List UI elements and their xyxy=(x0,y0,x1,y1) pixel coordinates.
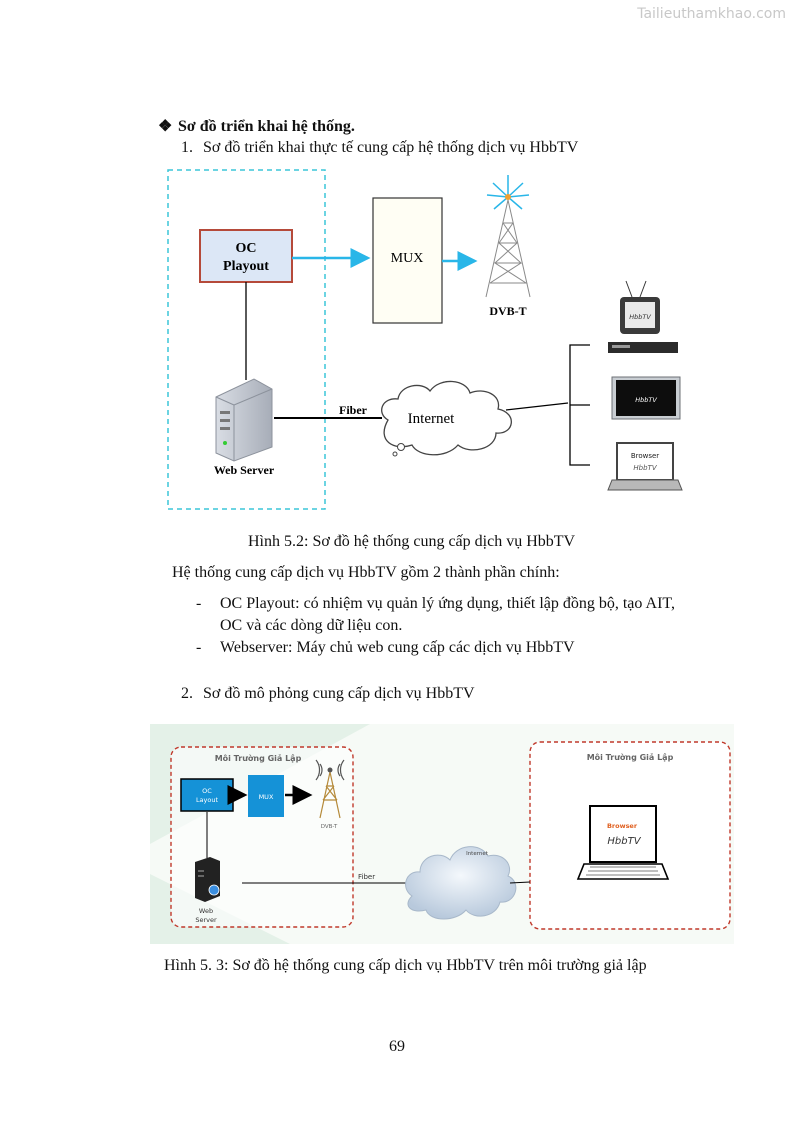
figure-5-3-caption: Hình 5. 3: Sơ đồ hệ thống cung cấp dịch … xyxy=(164,957,647,974)
server-zone-border xyxy=(167,169,326,510)
section-heading-text: Sơ đồ triển khai hệ thống. xyxy=(178,118,355,135)
link-internet-to-devices xyxy=(505,402,569,411)
bullet-dash-1: - xyxy=(196,595,202,612)
mux-sim-label: MUX xyxy=(259,793,274,801)
bullet-1-line-1: OC Playout: có nhiệm vụ quản lý ứng dụng… xyxy=(220,595,675,612)
figure-5-2-caption: Hình 5.2: Sơ đồ hệ thống cung cấp dịch v… xyxy=(248,533,576,550)
oc-layout-line1: OC xyxy=(202,787,212,795)
laptop-sim-hbbtv-label: HbbTV xyxy=(607,836,641,847)
settop-tv-icon: HbbTV xyxy=(608,280,678,353)
flat-tv-icon: HbbTV xyxy=(611,376,681,420)
right-environment-label: Môi Trường Giả Lập xyxy=(587,752,674,762)
fiber-label: Fiber xyxy=(339,403,368,417)
mux-label: MUX xyxy=(391,251,424,266)
watermark: Tailieuthamkhao.com xyxy=(637,6,786,22)
left-environment-label: Môi Trường Giả Lập xyxy=(215,753,302,763)
dvbt-tower-icon: DVB-T xyxy=(485,175,531,318)
diamond-bullet-icon: ❖ xyxy=(158,118,173,135)
internet-sim-label: Internet xyxy=(466,851,489,857)
figure-5-3-diagram: Môi Trường Giả Lập Môi Trường Giả Lập OC… xyxy=(150,724,734,944)
intro-paragraph: Hệ thống cung cấp dịch vụ HbbTV gồm 2 th… xyxy=(172,564,560,581)
dvbt-tower-sim-icon: DVB-T xyxy=(315,759,345,830)
item-2: 2. Sơ đồ mô phỏng cung cấp dịch vụ HbbTV xyxy=(181,684,475,704)
bullet-dash-2: - xyxy=(196,639,202,656)
laptop-sim-icon: Browser HbbTV xyxy=(576,805,670,880)
oc-label-line2: Playout xyxy=(223,259,269,274)
left-environment-border xyxy=(170,746,354,928)
web-server-icon: Web Server xyxy=(214,378,275,477)
bullet-2-line-1: Webserver: Máy chủ web cung cấp các dịch… xyxy=(220,639,575,656)
bullet-1-line-2: OC và các dòng dữ liệu con. xyxy=(220,617,403,634)
mux-box: MUX xyxy=(372,197,443,324)
fiber-sim-label: Fiber xyxy=(358,873,375,881)
internet-cloud-sim-icon: Internet xyxy=(405,846,517,920)
oc-playout-box: OC Playout xyxy=(199,229,293,283)
item-2-text: Sơ đồ mô phỏng cung cấp dịch vụ HbbTV xyxy=(203,685,475,702)
internet-cloud-icon: Internet xyxy=(381,380,512,457)
item-1: 1. Sơ đồ triển khai thực tế cung cấp hệ … xyxy=(181,138,578,158)
figure-5-2-diagram: OC Playout MUX DVB-T xyxy=(167,169,683,510)
web-server-sim-line1: Web xyxy=(199,907,213,915)
page-number: 69 xyxy=(389,1038,405,1055)
mux-box-sim: MUX xyxy=(248,775,284,817)
item-1-text: Sơ đồ triển khai thực tế cung cấp hệ thố… xyxy=(203,139,579,156)
web-server-label: Web Server xyxy=(214,463,275,477)
link-cloud-to-right-env xyxy=(509,881,531,884)
dvbt-label: DVB-T xyxy=(489,304,526,318)
dvbt-sim-label: DVB-T xyxy=(321,824,338,830)
oc-label-line1: OC xyxy=(236,241,257,256)
web-server-sim-line2: Server xyxy=(195,916,217,924)
section-heading: ❖ Sơ đồ triển khai hệ thống. xyxy=(158,116,355,136)
oc-layout-line2: Layout xyxy=(196,796,219,804)
web-server-sim-icon: Web Server xyxy=(195,857,220,924)
settop-tv-logo: HbbTV xyxy=(629,313,651,321)
laptop-browser-label: Browser xyxy=(631,452,659,460)
item-2-number: 2. xyxy=(181,685,193,702)
flat-tv-logo: HbbTV xyxy=(635,396,657,404)
oc-layout-box: OC Layout xyxy=(180,778,234,812)
laptop-icon: Browser HbbTV xyxy=(607,442,683,491)
item-1-number: 1. xyxy=(181,139,193,156)
laptop-hbbtv-label: HbbTV xyxy=(633,464,657,472)
internet-label: Internet xyxy=(408,411,455,427)
laptop-sim-browser-label: Browser xyxy=(607,822,638,830)
